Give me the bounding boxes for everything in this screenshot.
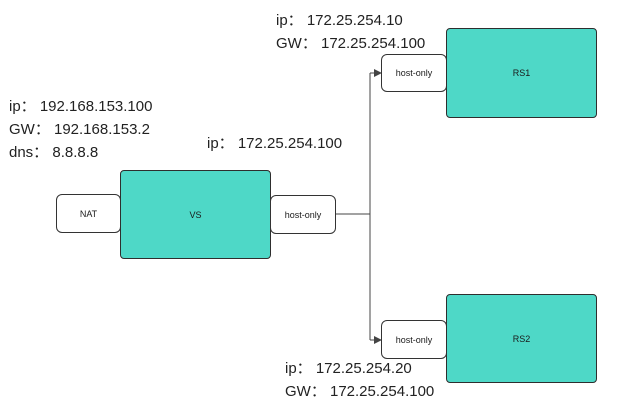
vs-ip-label: ip： 192.168.153.100 [9, 98, 153, 115]
vs-dns-label: dns： 8.8.8.8 [9, 144, 99, 161]
rs1-server-label: RS1 [512, 68, 531, 78]
nat-adapter-label: NAT [79, 208, 98, 219]
rs2-server-box: RS2 [446, 294, 597, 383]
rs2-ip-label: ip： 172.25.254.20 [285, 360, 412, 377]
vs-hostonly-ip-label: ip： 172.25.254.100 [207, 135, 343, 152]
vs-hostonly-label: host-only [284, 209, 322, 220]
rs2-server-label: RS2 [512, 333, 531, 344]
rs2-gw-label: GW： 172.25.254.100 [285, 383, 435, 400]
rs2-hostonly-adapter: host-only [381, 320, 447, 359]
vs-server-label: VS [189, 209, 202, 220]
rs1-ip-label: ip： 172.25.254.10 [276, 12, 403, 29]
nat-adapter: NAT [56, 194, 121, 233]
vs-server-box: VS [120, 170, 271, 259]
rs1-server-box: RS1 [446, 28, 597, 118]
vs-hostonly-adapter: host-only [270, 195, 336, 234]
rs2-hostonly-label: host-only [395, 334, 433, 345]
vs-gw-label: GW： 192.168.153.2 [9, 121, 150, 138]
rs1-hostonly-adapter: host-only [381, 54, 447, 92]
rs1-hostonly-label: host-only [395, 68, 433, 78]
rs1-gw-label: GW： 172.25.254.100 [276, 35, 426, 52]
